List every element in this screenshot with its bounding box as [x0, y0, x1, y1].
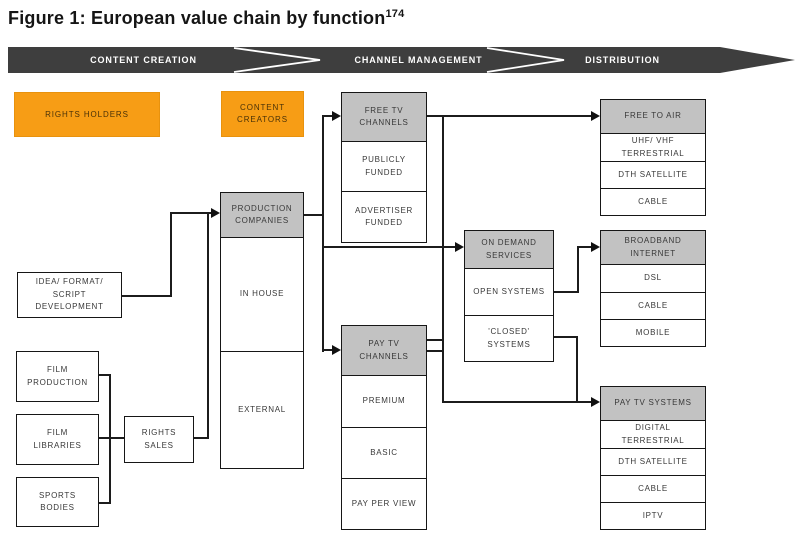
value-chain-phase-banner: CONTENT CREATION CHANNEL MANAGEMENT DIST… — [8, 47, 795, 73]
connector-into-free-tv — [322, 115, 333, 117]
chevron-separator-icon — [233, 47, 321, 73]
row-dth-satellite: DTH SATELLITE — [600, 161, 706, 189]
row-advertiser-funded: ADVERTISER FUNDED — [341, 191, 427, 243]
row-dsl: DSL — [600, 264, 706, 293]
connector-suppliers-vertical — [109, 374, 111, 504]
connector-sports-bodies-stub — [99, 502, 111, 504]
row-iptv: IPTV — [600, 502, 706, 530]
connector-to-pay-tv-systems — [442, 401, 592, 403]
connector-closed-systems-out — [554, 336, 578, 338]
connector-free-tv-to-free-to-air — [427, 115, 592, 117]
figure-title: Figure 1: European value chain by functi… — [8, 8, 404, 29]
row-cable-pay: CABLE — [600, 475, 706, 503]
connector-pay-tv-stub-top — [427, 339, 444, 341]
row-premium: PREMIUM — [341, 375, 427, 428]
arrowhead-pay-tv-systems — [591, 397, 600, 407]
block-header-free-tv-channels: FREE TV CHANNELS — [341, 92, 427, 142]
box-rights-sales: RIGHTS SALES — [124, 416, 194, 463]
connector-rights-sales-up — [207, 213, 209, 439]
row-cable-broadband: CABLE — [600, 292, 706, 320]
connector-idea-elbow-up — [170, 212, 172, 297]
chevron-separator-icon — [486, 47, 565, 73]
connector-pay-tv-stub-bottom — [427, 350, 444, 352]
phase-channel-management: CHANNEL MANAGEMENT — [354, 55, 483, 65]
connector-open-systems-up — [577, 246, 579, 293]
connector-libraries-to-rights-sales — [99, 437, 124, 439]
box-content-creators: CONTENT CREATORS — [221, 91, 304, 137]
connector-idea-to-elbow — [122, 295, 172, 297]
connector-to-on-demand — [322, 246, 456, 248]
arrowhead-free-to-air — [591, 111, 600, 121]
connector-into-production — [170, 212, 212, 214]
figure-title-text: Figure 1: European value chain by functi… — [8, 8, 386, 28]
connector-channels-vertical — [322, 115, 324, 352]
block-header-pay-tv-systems: PAY TV SYSTEMS — [600, 386, 706, 421]
connector-closed-systems-down — [576, 336, 578, 403]
block-header-on-demand-services: ON DEMAND SERVICES — [464, 230, 554, 269]
row-cable: CABLE — [600, 188, 706, 216]
row-basic: BASIC — [341, 427, 427, 479]
row-digital-terrestrial: DIGITAL TERRESTRIAL — [600, 420, 706, 449]
arrowhead-pay-tv-channels — [332, 345, 341, 355]
connector-production-out — [304, 214, 324, 216]
connector-into-pay-tv — [322, 349, 333, 351]
arrowhead-free-tv-channels — [332, 111, 341, 121]
connector-open-systems-out — [554, 291, 579, 293]
block-header-pay-tv-channels: PAY TV CHANNELS — [341, 325, 427, 376]
row-external: EXTERNAL — [220, 351, 304, 469]
phase-content-creation: CONTENT CREATION — [90, 55, 197, 65]
block-header-production-companies: PRODUCTION COMPANIES — [220, 192, 304, 238]
row-uhf-vhf-terrestrial: UHF/ VHF TERRESTRIAL — [600, 133, 706, 162]
block-header-broadband-internet: BROADBAND INTERNET — [600, 230, 706, 265]
box-sports-bodies: SPORTS BODIES — [16, 477, 99, 527]
footnote-marker: 174 — [385, 8, 405, 20]
connector-into-broadband — [577, 246, 592, 248]
box-film-production: FILM PRODUCTION — [16, 351, 99, 402]
connector-film-production-stub — [99, 374, 111, 376]
row-dth-satellite-pay: DTH SATELLITE — [600, 448, 706, 476]
row-publicly-funded: PUBLICLY FUNDED — [341, 141, 427, 192]
arrowhead-broadband-internet — [591, 242, 600, 252]
row-pay-per-view: PAY PER VIEW — [341, 478, 427, 530]
connector-rights-sales-out — [194, 437, 209, 439]
row-closed-systems: 'CLOSED' SYSTEMS — [464, 315, 554, 362]
box-idea-format-script-development: IDEA/ FORMAT/ SCRIPT DEVELOPMENT — [17, 272, 122, 318]
row-mobile: MOBILE — [600, 319, 706, 347]
arrowhead-on-demand-services — [455, 242, 464, 252]
box-film-libraries: FILM LIBRARIES — [16, 414, 99, 465]
arrowhead-production-companies — [211, 208, 220, 218]
box-rights-holders: RIGHTS HOLDERS — [14, 92, 160, 137]
arrow-banner-shape — [8, 47, 795, 73]
block-header-free-to-air: FREE TO AIR — [600, 99, 706, 134]
connector-trunk-vertical — [442, 115, 444, 403]
row-open-systems: OPEN SYSTEMS — [464, 268, 554, 316]
phase-distribution: DISTRIBUTION — [585, 55, 660, 65]
row-in-house: IN HOUSE — [220, 237, 304, 352]
